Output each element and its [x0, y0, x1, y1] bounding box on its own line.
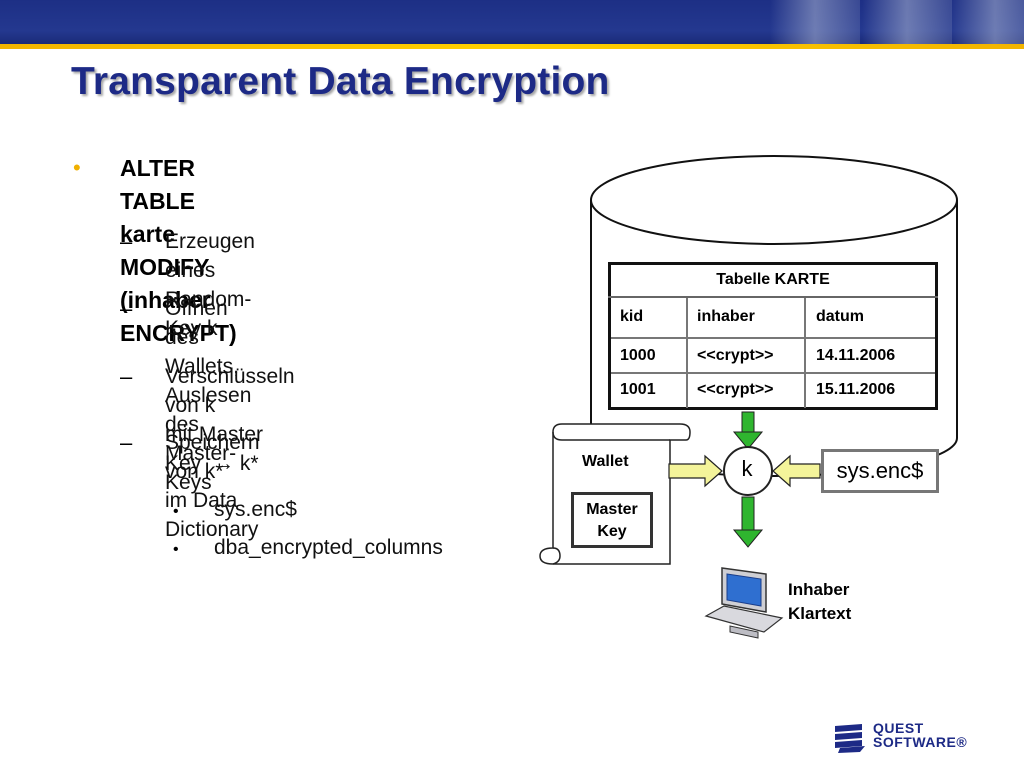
key-circle-icon [723, 446, 773, 496]
sub-bullet-3-line2: mit Master Key → k* [165, 420, 295, 478]
sub-bullet-3-line2-text: mit Master Key [165, 423, 264, 475]
sub-bullet-3: Verschlüsseln von k mit Master Key → k* [165, 362, 295, 478]
sub-bullet-3-result: k* [234, 452, 259, 475]
table-cell: 14.11.2006 [816, 347, 896, 364]
scroll-bottom-curl [552, 547, 561, 565]
table-cell: <<crypt>> [697, 347, 774, 364]
main-bullet-line1: ALTER TABLE karte MODIFY [120, 155, 210, 280]
table-divider [804, 298, 806, 408]
header-band [0, 0, 1024, 44]
table-cell: 1000 [620, 347, 656, 364]
table-title: Tabelle KARTE [608, 262, 938, 298]
sub-sub-bullet-2: dba_encrypted_columns [214, 536, 443, 559]
logo-line1: QUEST [873, 720, 924, 736]
logo-line2: SOFTWARE® [873, 734, 968, 750]
sub-bullet-4: Speichern von k* im Data Dictionary [165, 428, 260, 544]
table-cell: 1001 [620, 381, 656, 398]
logo-stripe [838, 746, 865, 753]
keyboard [704, 605, 784, 633]
table-divider [686, 298, 688, 408]
output-line2: Klartext [788, 604, 852, 623]
sub-sub-bullet-1: sys.enc$ [214, 498, 297, 521]
logo-stripe [835, 724, 862, 732]
sub-sub-bullet-dot: • [173, 503, 179, 520]
sub-bullet-dash: – [120, 430, 133, 455]
sysenc-to-key-arrow [772, 454, 821, 488]
wallet-to-key-arrow [668, 454, 723, 488]
right-arrow-icon [668, 454, 723, 488]
arrow-shaft [741, 496, 755, 532]
column-header: datum [816, 308, 864, 325]
header-photo-strip [862, 0, 952, 44]
sub-bullet-4-line1: Speichern von k* [165, 431, 260, 483]
table-divider [611, 372, 935, 374]
sub-bullet-dash: – [120, 364, 133, 389]
column-header: inhaber [697, 308, 755, 325]
down-arrow-icon [732, 496, 764, 548]
main-bullet-line2: (inhaber ENCRYPT) [120, 287, 237, 346]
sub-bullet-2-line2: Auslesen des Master-Keys [165, 384, 252, 494]
logo-stripe [835, 740, 862, 748]
key-label: k [741, 456, 753, 481]
monitor-screen [726, 573, 762, 607]
sub-bullet-1-line2: Random-Key k [165, 288, 252, 340]
right-arrow-icon: → [213, 452, 235, 475]
computer-icon [704, 567, 784, 639]
arrow-head [732, 529, 764, 548]
sub-bullet-1-line1: Erzeugen eines [165, 230, 255, 282]
table-cell: 15.11.2006 [816, 381, 896, 398]
header-photo-strip [950, 0, 1024, 44]
sub-bullet-dash: – [120, 296, 133, 321]
slide-title: Transparent Data Encryption [71, 60, 610, 103]
sysenc-box: sys.enc$ [821, 449, 939, 493]
column-header: kid [620, 308, 644, 325]
company-logo-text: QUEST SOFTWARE® [873, 721, 967, 749]
keyboard-front [729, 625, 759, 639]
header-photo-strip [770, 0, 860, 44]
bullet-dot: • [73, 155, 81, 180]
scroll-top-curl [552, 431, 670, 441]
sub-bullet-2: Öffnen des Wallets, Auslesen des Master-… [165, 294, 251, 497]
sub-bullet-dash: – [120, 229, 133, 254]
arrow-head [732, 431, 764, 450]
down-arrow-icon [732, 411, 764, 450]
output-line1: Inhaber [788, 580, 850, 599]
main-bullet: ALTER TABLE karte MODIFY (inhaber ENCRYP… [120, 152, 237, 350]
table-frame [608, 262, 938, 410]
sub-bullet-3-line1: Verschlüsseln von k [165, 365, 295, 417]
master-key-line2: Key [597, 523, 627, 540]
left-arrow-icon [772, 454, 821, 488]
table-cell: <<crypt>> [697, 381, 774, 398]
sub-bullet-2-line1: Öffnen des Wallets, [165, 297, 239, 378]
table-divider [611, 337, 935, 339]
quest-logo-icon [835, 724, 865, 753]
logo-stripe [835, 732, 862, 740]
arrow-shaft [741, 411, 755, 435]
master-key-line1: Master [586, 501, 638, 518]
sub-bullet-1: Erzeugen eines Random-Key k [165, 227, 255, 343]
sub-bullet-4-line2: im Data Dictionary [165, 489, 259, 541]
sub-sub-bullet-dot: • [173, 541, 179, 558]
cylinder-top [590, 155, 958, 245]
master-key-box: Master Key [571, 492, 653, 548]
wallet-label: Wallet [582, 453, 629, 470]
header-accent-line [0, 44, 1024, 49]
output-label: Inhaber Klartext [788, 578, 851, 626]
